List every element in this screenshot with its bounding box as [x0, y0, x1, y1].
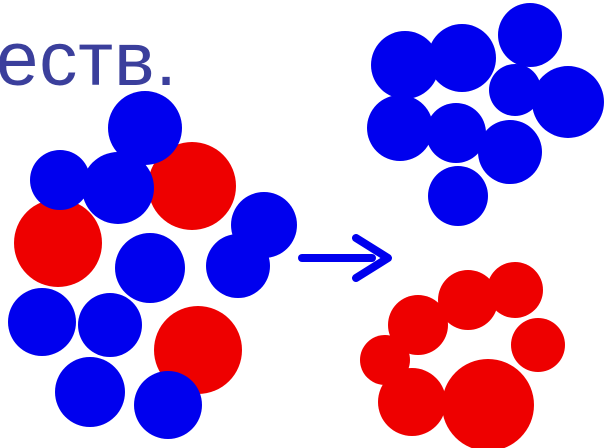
- mixture-blue-particle: [134, 371, 202, 439]
- mixture-group: [8, 91, 297, 439]
- blue-cluster-particle: [489, 64, 541, 116]
- mixture-blue-particle: [30, 150, 90, 210]
- blue-cluster-particle: [428, 166, 488, 226]
- separated-red-cluster: [360, 262, 565, 448]
- mixture-blue-particle: [8, 288, 76, 356]
- mixture-blue-particle: [206, 234, 270, 298]
- mixture-red-particle: [14, 199, 102, 287]
- mixture-blue-particle: [82, 152, 154, 224]
- mixture-red-particle: [148, 142, 236, 230]
- red-cluster-particle: [442, 359, 534, 448]
- mixture-blue-particle: [108, 91, 182, 165]
- slide-heading-fragment: еств.: [0, 17, 178, 102]
- red-cluster-particle: [438, 270, 498, 330]
- mixture-blue-particle: [115, 233, 185, 303]
- red-cluster-particle: [511, 318, 565, 372]
- blue-cluster-particle: [498, 3, 562, 67]
- red-cluster-particle: [388, 295, 448, 355]
- separation-arrow: [298, 234, 392, 282]
- red-cluster-particle: [487, 262, 543, 318]
- blue-cluster-particle: [371, 31, 439, 99]
- blue-cluster-particle: [428, 24, 496, 92]
- mixture-blue-particle: [78, 293, 142, 357]
- mixture-blue-particle: [55, 357, 125, 427]
- red-cluster-particle: [378, 368, 446, 436]
- blue-cluster-particle: [426, 103, 486, 163]
- blue-cluster-particle: [478, 120, 542, 184]
- blue-cluster-particle: [367, 95, 433, 161]
- separated-blue-cluster: [367, 3, 604, 226]
- blue-cluster-particle: [532, 66, 604, 138]
